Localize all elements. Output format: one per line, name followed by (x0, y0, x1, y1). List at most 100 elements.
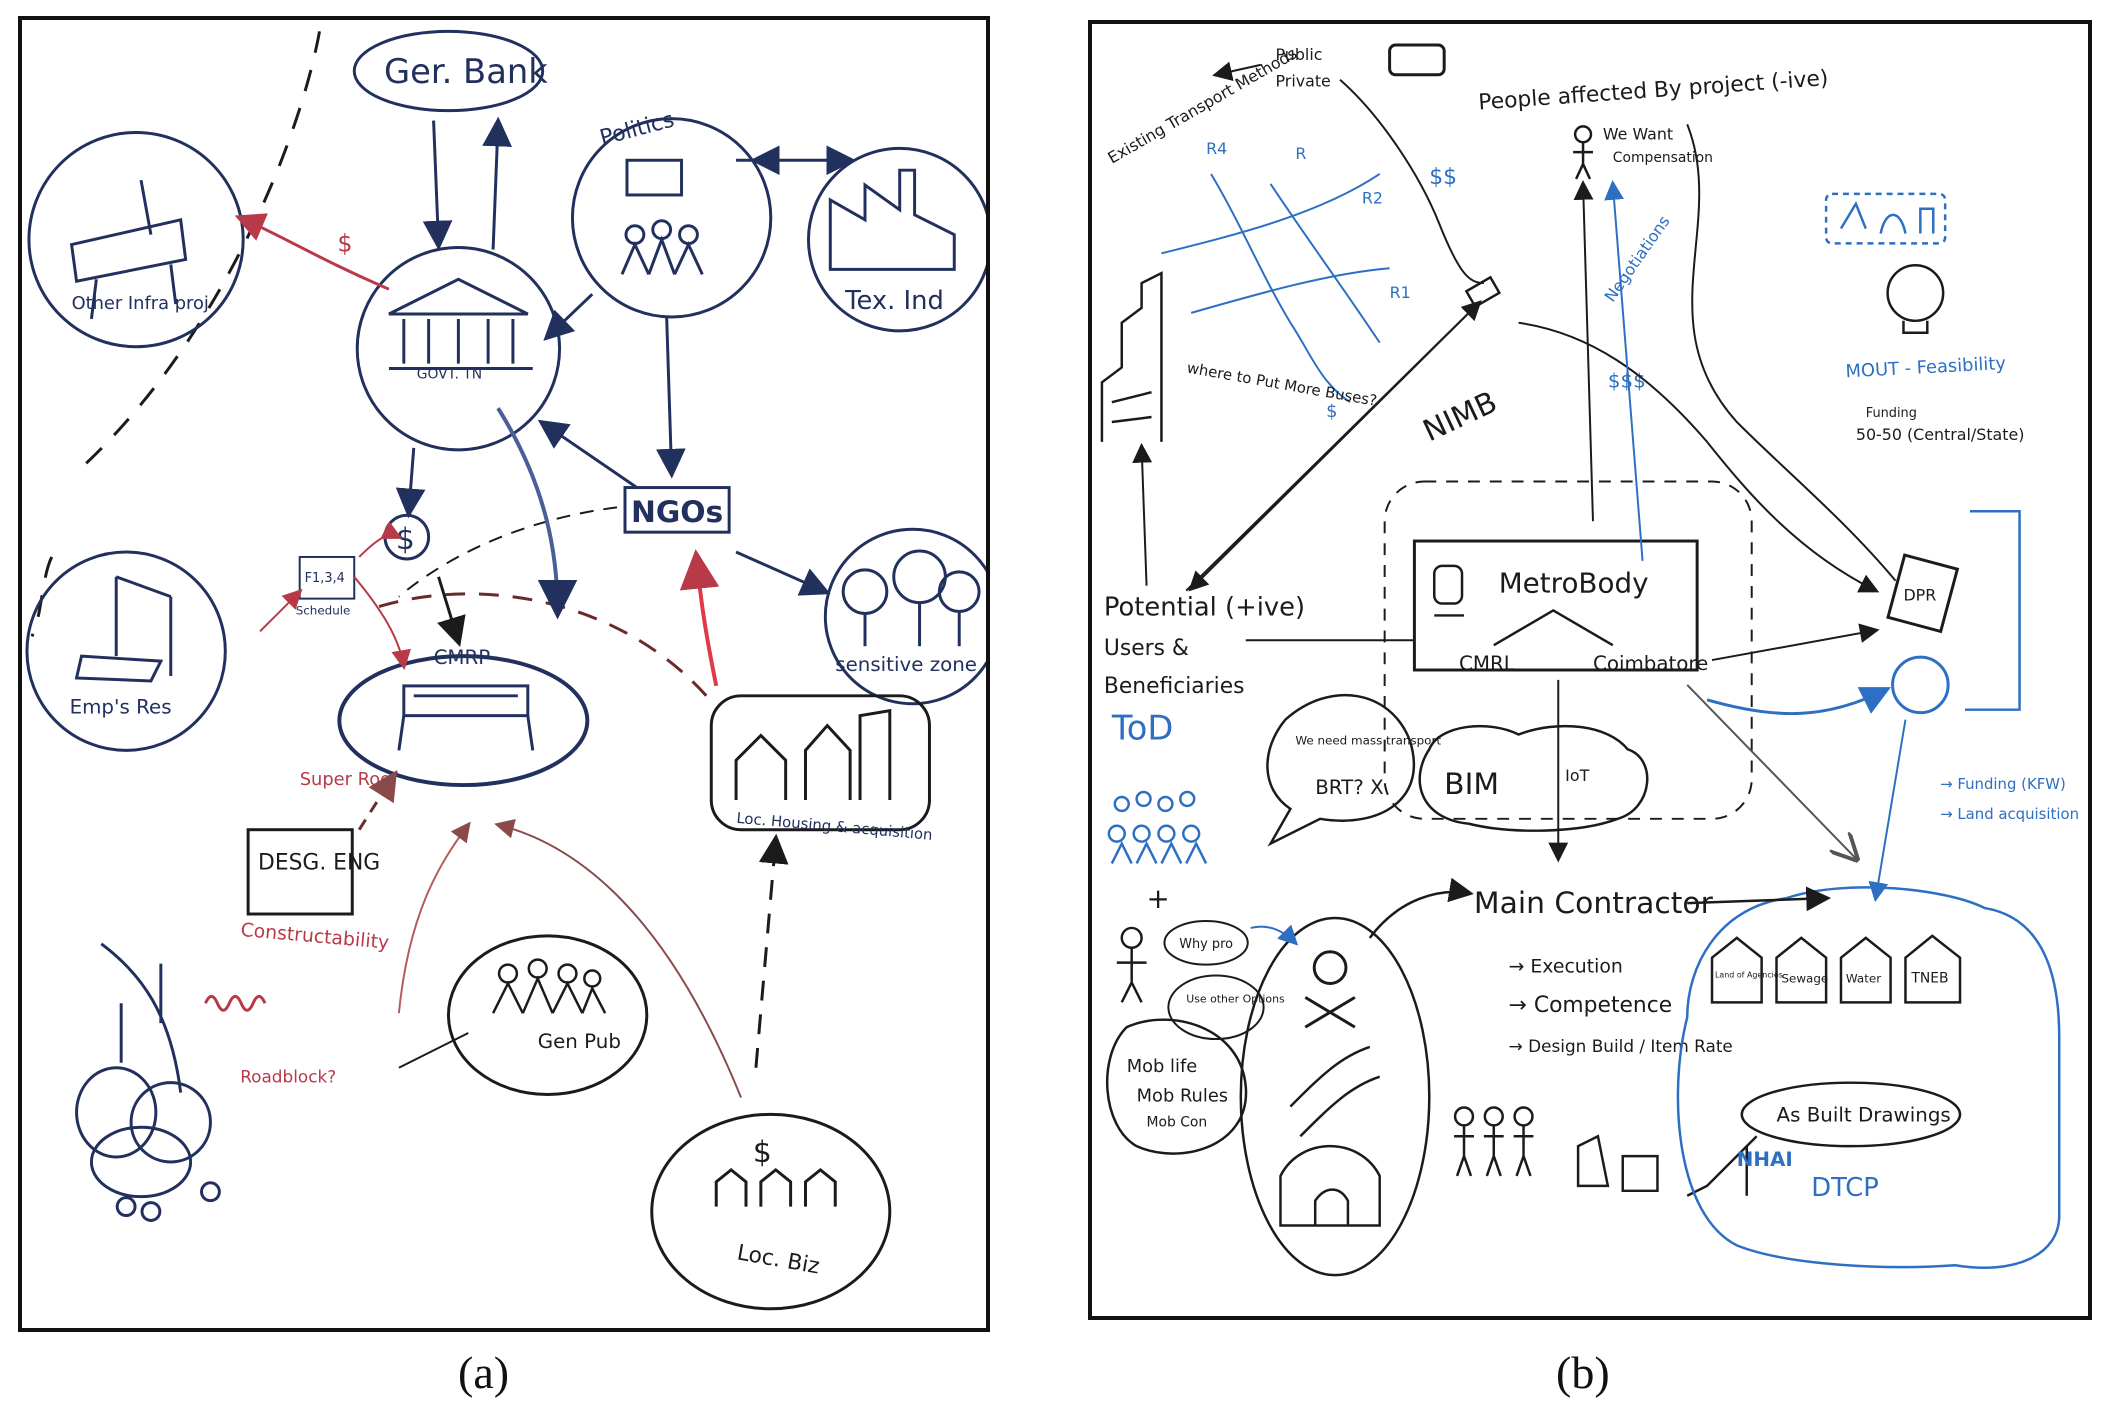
route-r4: R4 (1206, 139, 1227, 158)
arrow (1687, 886, 1832, 912)
water-label: Water (1846, 971, 1881, 985)
arrow (1686, 684, 1856, 859)
arrow (1368, 877, 1474, 939)
arrow (494, 818, 742, 1098)
tunnel-icon (1279, 1145, 1381, 1227)
arrow (353, 576, 411, 670)
mob-con-label: Mob Con (1147, 1114, 1208, 1130)
arrow (1711, 623, 1880, 662)
bim-cloud (1418, 724, 1649, 832)
crowd-icon (620, 219, 704, 275)
hazards-bubble (1239, 916, 1431, 1277)
crowd-icon (491, 958, 607, 1014)
execution-label: → Execution (1509, 957, 1623, 978)
emp-res-label: Emp's Res (70, 696, 172, 719)
ngos-box (623, 486, 731, 534)
terrain-icon (1289, 1045, 1381, 1138)
arrow (358, 521, 403, 558)
crowd-icon (1107, 790, 1208, 865)
public-label: Public (1276, 45, 1323, 64)
where-buses-label: where to Put More Buses? (1186, 359, 1379, 410)
ngos-label: NGOs (631, 495, 723, 530)
arrow (1212, 61, 1261, 82)
tex-ind-label: Tex. Ind (844, 286, 944, 316)
person-icon (1116, 926, 1147, 1003)
loc-biz-label: Loc. Biz (735, 1240, 821, 1279)
panel-a-sketch: Ger. Bank Politics Tex. Ind Other Infra … (25, 29, 986, 1311)
main-contractor-label: Main Contractor (1474, 886, 1714, 921)
route-map (1161, 173, 1390, 403)
politics-label: Politics (597, 107, 677, 151)
arrow (437, 576, 466, 647)
metro-train-icon (397, 684, 535, 751)
houses-icon (714, 1167, 837, 1207)
arrow (537, 419, 638, 489)
ger-bank-label: Ger. Bank (384, 52, 548, 91)
dollar-left-label: $ (1326, 401, 1337, 422)
govt-tn-bubble (355, 246, 562, 452)
metrobody-label: MetroBody (1499, 567, 1649, 600)
dollars-mid-label: $$$ (1608, 369, 1646, 392)
construction-icon (74, 575, 173, 683)
other-infra-label: Other Infra proj (72, 293, 209, 314)
we-want-label: We Want (1603, 124, 1673, 143)
existing-transport-label: Existing Transport Methods (1104, 44, 1300, 168)
ngo-dashed-line (398, 506, 618, 598)
arrow (1868, 719, 1907, 903)
loc-biz-bubble (650, 1112, 892, 1311)
lightbulb-icon (1886, 264, 1945, 334)
arrow (1604, 179, 1644, 561)
election-symbols-icon (1824, 192, 1947, 245)
squiggle-line (204, 994, 267, 1012)
govt-tn-label: GOVT. TN (417, 366, 482, 382)
metrobody-dashed-boundary (1383, 480, 1753, 820)
roadblock-label: Roadblock? (240, 1067, 336, 1087)
mob-rules-label: Mob Rules (1137, 1086, 1228, 1107)
panel-b-sketch: Existing Transport Methods Public Privat… (1100, 43, 2079, 1277)
nimb-label: NIMB (1418, 385, 1503, 449)
nhai-label: NHAI (1737, 1148, 1793, 1171)
tod-label: ToD (1111, 708, 1173, 747)
bus-icon (1388, 43, 1446, 77)
arrow (543, 293, 594, 341)
route-r2: R2 (1362, 189, 1383, 208)
politics-bubble (570, 117, 773, 319)
cmrp-bubble (337, 654, 590, 788)
we-need-label: We need mass transport (1295, 733, 1441, 747)
houses-icon (734, 708, 892, 800)
tneb-label: TNEB (1910, 970, 1948, 986)
other-infra-bubble (27, 131, 245, 349)
arrow (422, 120, 453, 251)
sensitive-zone-label: sensitive zone (835, 653, 977, 676)
person-icon (1573, 125, 1593, 180)
coimbatore-label: Coimbatore (1593, 652, 1708, 675)
cmrp-label: CMRP (434, 646, 491, 669)
private-label: Private (1276, 72, 1331, 91)
beneficiaries-label: Beneficiaries (1104, 674, 1245, 699)
metrobody-box (1412, 539, 1699, 672)
desg-eng-label: DESG. ENG (258, 850, 380, 875)
dollars-top-label: $$ (1429, 165, 1457, 190)
skull-icon (1304, 950, 1356, 1029)
arrow (482, 116, 512, 250)
land-acq-label: → Land acquisition (1940, 805, 2079, 823)
arrow (1706, 687, 1891, 716)
gen-pub-bubble (446, 934, 649, 1096)
iot-label: IoT (1565, 766, 1589, 785)
funding-kfw-label: → Funding (KFW) (1940, 775, 2066, 793)
arrow (395, 447, 426, 519)
ger-bank-bubble (352, 29, 545, 113)
bim-label: BIM (1444, 767, 1499, 802)
arrow (1573, 179, 1594, 522)
funding-label: Funding (1866, 406, 1917, 421)
dollar-red: $ (337, 230, 352, 258)
constructability-label: Constructability (240, 920, 390, 954)
design-build-label: → Design Build / Item Rate (1509, 1036, 1733, 1056)
arrow (1188, 302, 1480, 592)
arrow (655, 316, 686, 479)
plus-label: + (1147, 882, 1170, 915)
cmrp-dashed-arc (378, 592, 708, 697)
right-bracket (1964, 510, 2021, 711)
panel-b: Existing Transport Methods Public Privat… (1088, 20, 2092, 1320)
agencies-cloud (1676, 886, 2061, 1269)
